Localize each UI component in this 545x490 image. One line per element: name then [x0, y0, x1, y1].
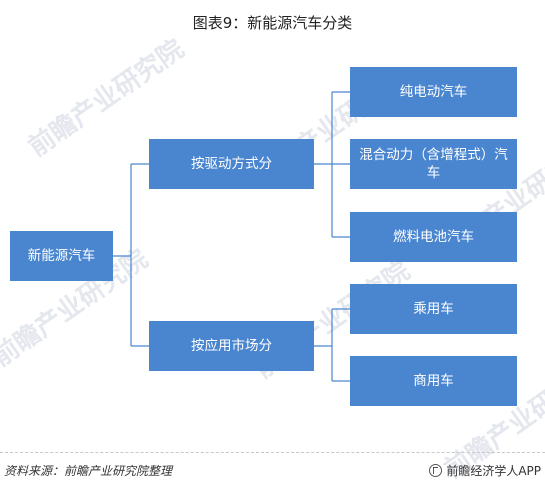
node-new-energy-vehicle: 新能源汽车 [10, 231, 113, 281]
node-by-drive-type: 按驱动方式分 [149, 139, 314, 189]
node-bev: 纯电动汽车 [350, 67, 517, 117]
page-title: 图表9：新能源汽车分类 [192, 14, 353, 32]
footer-divider [0, 452, 545, 453]
node-by-market: 按应用市场分 [149, 321, 314, 371]
brand-logo-icon [429, 464, 443, 477]
node-fcev: 燃料电池汽车 [350, 212, 517, 262]
node-hybrid: 混合动力（含增程式）汽车 [350, 139, 517, 189]
node-commercial: 商用车 [350, 356, 517, 406]
brand-credit: 前瞻经济学人APP [429, 462, 541, 479]
source-note: 资料来源：前瞻产业研究院整理 [4, 464, 173, 478]
brand-label: 前瞻经济学人APP [446, 464, 541, 478]
node-passenger: 乘用车 [350, 284, 517, 334]
